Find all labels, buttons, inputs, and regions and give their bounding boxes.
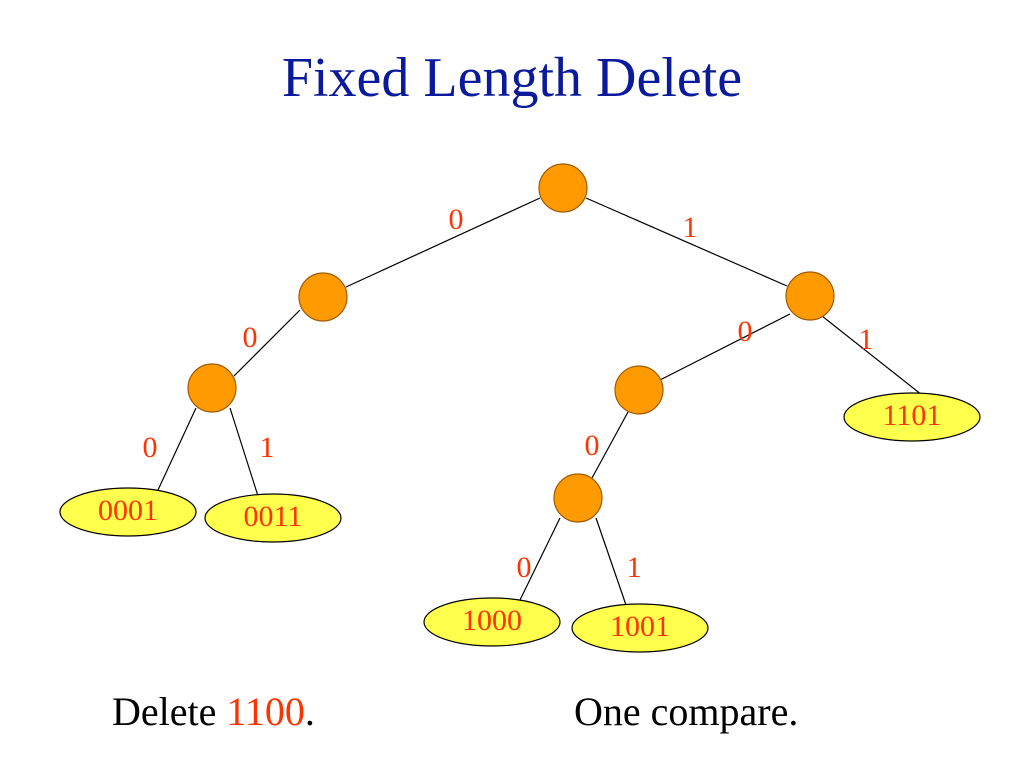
edge-label-n10-n100: 0 (585, 429, 600, 462)
compare-count: One compare. (574, 689, 799, 734)
edge-n0-n00 (233, 309, 301, 377)
edge-n100-l1001 (595, 517, 627, 606)
trie-node-n1 (785, 271, 835, 321)
edge-label-n00-l0011: 1 (260, 431, 275, 464)
edge-label-n00-l0001: 0 (143, 431, 158, 464)
edge-label-n1-l1101: 1 (859, 323, 874, 356)
leaf-l1001 (571, 603, 709, 653)
leaf-l1000 (423, 597, 561, 647)
edge-label-root-n1: 1 (683, 211, 698, 244)
trie-node-n00 (187, 363, 237, 413)
edge-label-n0-n00: 0 (243, 321, 258, 354)
leaf-l1101 (843, 392, 981, 442)
leaf-l0001 (59, 487, 197, 537)
delete-statement: Delete 1100. (112, 688, 315, 735)
leaf-label-l1000: 1000 (462, 604, 522, 637)
edge-root-n0 (345, 197, 541, 288)
leaf-label-l0011: 0011 (244, 500, 303, 533)
edge-label-n100-l1000: 0 (517, 551, 532, 584)
leaf-label-l1101: 1101 (883, 399, 942, 432)
delete-prefix: Delete (112, 689, 227, 734)
trie-node-n10 (614, 365, 664, 415)
delete-key: 1100 (226, 689, 305, 734)
edge-label-n1-n10: 0 (738, 315, 753, 348)
slide-title: Fixed Length Delete (281, 47, 743, 109)
leaf-label-l1001: 1001 (610, 610, 670, 643)
leaf-l0011 (204, 493, 342, 543)
edge-n100-l1000 (519, 517, 561, 601)
delete-suffix: . (304, 689, 315, 734)
edge-n00-l0011 (229, 407, 259, 497)
edge-n1-l1101 (821, 315, 923, 396)
edge-label-root-n0: 0 (449, 203, 464, 236)
edge-label-n100-l1001: 1 (627, 551, 642, 584)
leaf-label-l0001: 0001 (98, 494, 158, 527)
edge-n10-n100 (591, 411, 629, 479)
edge-n00-l0001 (157, 407, 197, 491)
trie-node-n100 (553, 473, 603, 523)
edge-root-n1 (585, 197, 788, 287)
edge-n1-n10 (659, 313, 791, 381)
trie-node-n0 (298, 272, 348, 322)
trie-node-root (538, 163, 588, 213)
